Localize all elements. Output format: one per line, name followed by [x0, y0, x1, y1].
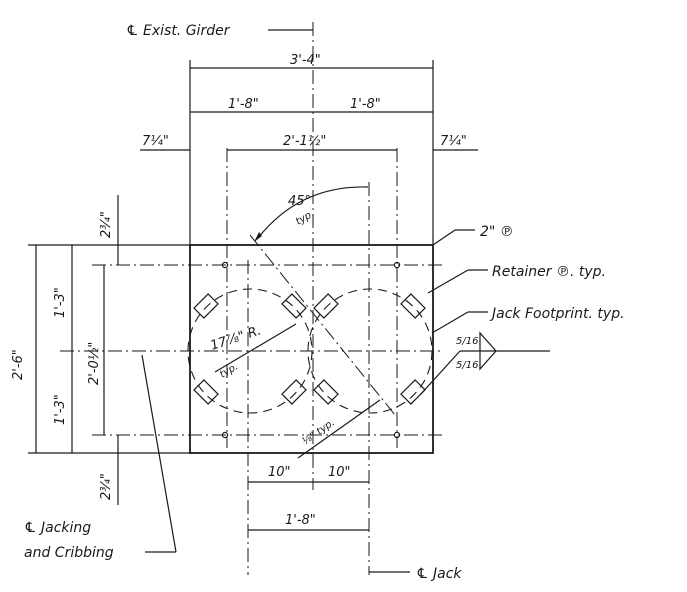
plate-outline: [189, 244, 434, 454]
dim-edge-bottom-label: 2¾": [99, 473, 114, 500]
plate-label: 2" ℗: [480, 224, 514, 240]
bolt-hole: [393, 261, 401, 269]
angle-arc: [257, 186, 369, 239]
retainer-leader: [427, 269, 469, 294]
dim-half-right-label: 1'-8": [350, 97, 381, 112]
dim-overall-width-label: 3'-4": [290, 53, 321, 68]
jacking-leader: [141, 354, 177, 553]
footprint-leader: [431, 311, 469, 334]
dim-retainer-spacing-label: 2'-1½": [283, 134, 326, 149]
dim-jack-half-right-label: 10": [328, 465, 351, 480]
retainer-plate: [400, 293, 426, 319]
dim-overall-height-label: 2'-6": [11, 349, 26, 380]
dim-inner-height-label: 2'-0½": [87, 342, 102, 385]
jack-footprint-right: [307, 288, 433, 414]
radius-typ-label: typ.: [218, 361, 240, 380]
retainer-plates: [193, 293, 426, 405]
jack-centerline-label: ℄ Jack: [416, 566, 462, 582]
jack-footprint-label: Jack Footprint. typ.: [489, 306, 625, 322]
dim-half-upper-label: 1'-3": [53, 287, 68, 318]
jacking-label-line1: ℄ Jacking: [24, 520, 91, 536]
dim-edge-top-label: 2¾": [99, 211, 114, 238]
girder-centerline-label: ℄ Exist. Girder: [126, 23, 231, 39]
radius-leader: [214, 323, 297, 373]
diagonal-45-line: [249, 234, 396, 416]
weld-size-top: 5/16: [456, 336, 478, 347]
retainer-plate: [193, 293, 219, 319]
dim-half-lower-label: 1'-3": [53, 394, 68, 425]
retainer-plate: [193, 379, 219, 405]
angle-label: 45°: [288, 194, 311, 209]
angle-arrowhead: [254, 232, 262, 242]
bolt-hole: [221, 431, 229, 439]
dim-half-left-label: 1'-8": [228, 97, 259, 112]
bolt-hole: [393, 431, 401, 439]
retainer-plate: [400, 379, 426, 405]
retainer-plate: [313, 293, 339, 319]
weld-leader: [419, 350, 461, 396]
retainer-plate: [281, 379, 307, 405]
bolt-hole: [221, 261, 229, 269]
dim-jack-half-left-label: 10": [268, 465, 291, 480]
gap-leader: [297, 399, 381, 459]
dim-offset-left-label: 7¼": [142, 134, 169, 149]
jack-footprint-left: [187, 288, 313, 414]
fillet-weld-symbol: [479, 331, 497, 371]
weld-size-bottom: 5/16: [456, 360, 478, 371]
jacking-label-line2: and Cribbing: [24, 545, 114, 561]
plate-leader: [432, 229, 456, 246]
retainer-plate: [281, 293, 307, 319]
dim-jack-spacing-label: 1'-8": [285, 513, 316, 528]
retainer-label: Retainer ℗. typ.: [492, 264, 606, 280]
radius-label: 17⅞" R.: [209, 323, 263, 353]
retainer-plate: [313, 379, 339, 405]
dim-offset-right-label: 7¼": [440, 134, 467, 149]
